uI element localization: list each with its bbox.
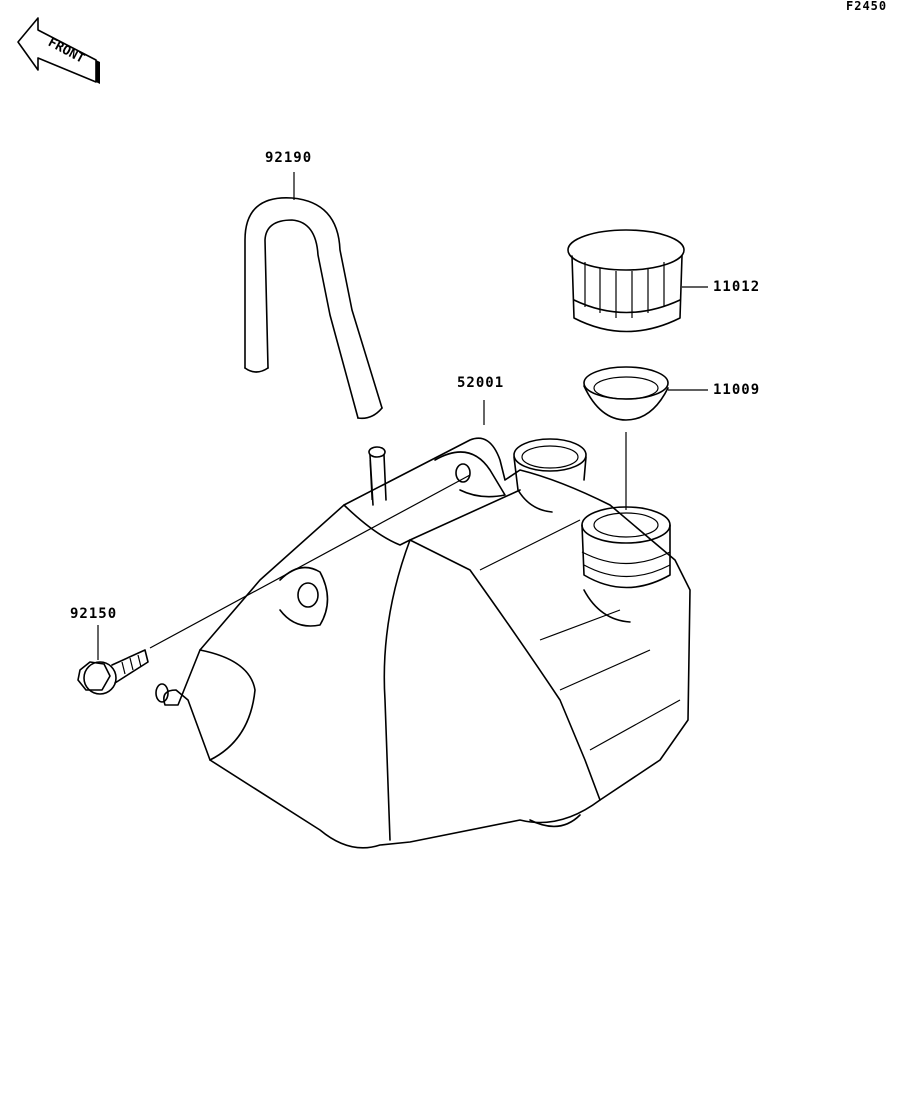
hose-part bbox=[244, 172, 383, 420]
part-number-92190[interactable]: 92190 bbox=[265, 150, 313, 166]
part-number-11009[interactable]: 11009 bbox=[713, 382, 761, 398]
diagram-id: F2450 bbox=[846, 0, 888, 13]
bolt-part bbox=[77, 474, 471, 695]
part-number-52001[interactable]: 52001 bbox=[457, 375, 505, 391]
part-number-92150[interactable]: 92150 bbox=[70, 606, 118, 622]
front-label: FRONT bbox=[45, 35, 87, 67]
reserve-tank-part bbox=[155, 400, 691, 849]
cap-part bbox=[567, 229, 708, 333]
gasket-part bbox=[583, 366, 708, 510]
part-number-11012[interactable]: 11012 bbox=[713, 279, 761, 295]
front-arrow-icon: FRONT bbox=[17, 17, 100, 84]
